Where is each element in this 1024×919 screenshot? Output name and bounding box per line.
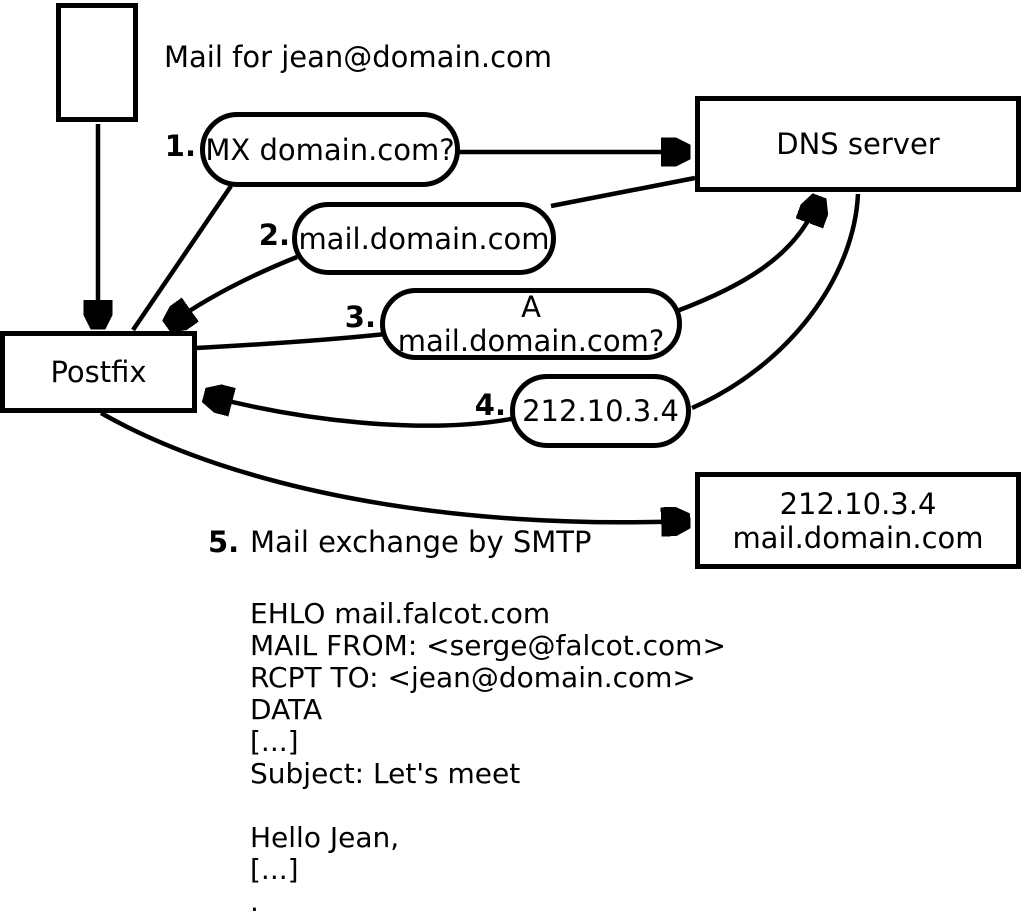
edge-dns-to-mx-answer-line	[550, 175, 696, 209]
step1-mx-query-label: MX domain.com?	[205, 132, 455, 167]
edge-postfix-to-mx-query-line	[131, 184, 233, 332]
step2-number: 2.	[258, 218, 290, 252]
step5-smtp-exchange-label: Mail exchange by SMTP	[250, 525, 592, 559]
step4-a-answer-label: 212.10.3.4	[522, 394, 679, 428]
step5-number: 5.	[208, 525, 240, 559]
step3-number: 3.	[344, 300, 376, 334]
mail-server-hostname-label: mail.domain.com	[732, 520, 984, 555]
edge-a-query-to-dns-arrow	[676, 200, 818, 314]
edge-dns-to-a-answer-line	[691, 193, 861, 411]
step1-number: 1.	[164, 129, 196, 163]
diagram-title: Mail for jean@domain.com	[164, 40, 553, 74]
smtp-session-transcript: EHLO mail.falcot.com MAIL FROM: <serge@f…	[250, 597, 726, 918]
step2-mx-answer-pill: mail.domain.com	[292, 202, 556, 275]
step3-a-query-pill: A mail.domain.com?	[380, 288, 682, 360]
edge-a-answer-to-postfix-arrow	[208, 396, 512, 428]
mail-letter-icon	[56, 3, 138, 122]
edge-postfix-to-mailserver-arrow	[99, 411, 686, 522]
edge-postfix-to-a-query-line	[195, 331, 387, 351]
step4-a-answer-pill: 212.10.3.4	[510, 374, 691, 448]
mail-server-node: 212.10.3.4 mail.domain.com	[695, 472, 1021, 569]
step3-a-query-label: A mail.domain.com?	[397, 290, 665, 358]
step1-mx-query-pill: MX domain.com?	[200, 112, 460, 187]
dns-server-node-label: DNS server	[776, 127, 940, 161]
postfix-node: Postfix	[0, 331, 197, 413]
dns-server-node: DNS server	[695, 96, 1021, 192]
step4-number: 4.	[474, 388, 506, 422]
step2-mx-answer-label: mail.domain.com	[298, 221, 550, 256]
edge-mx-answer-to-postfix-arrow	[170, 254, 298, 324]
mail-server-ip-label: 212.10.3.4	[779, 486, 937, 521]
postfix-node-label: Postfix	[50, 355, 147, 389]
